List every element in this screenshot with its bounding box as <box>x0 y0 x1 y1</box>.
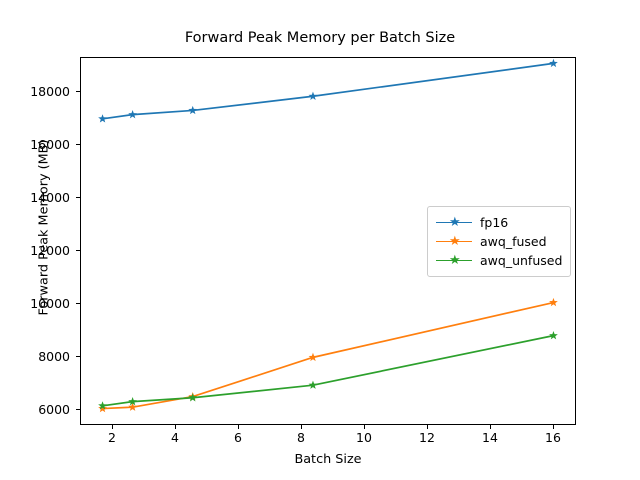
data-point-marker <box>308 352 318 362</box>
x-tick-label: 4 <box>171 430 179 445</box>
x-tick-label: 10 <box>356 430 372 445</box>
data-point-marker <box>549 58 558 68</box>
series-line <box>102 62 554 120</box>
data-point-marker <box>98 114 107 123</box>
x-tick-label: 12 <box>419 430 435 445</box>
legend-swatch-icon: ★ <box>436 252 472 268</box>
page-title: Forward Peak Memory per Batch Size <box>184 30 456 46</box>
x-tick-mark <box>427 425 429 429</box>
y-tick-mark <box>76 250 80 252</box>
y-tick-mark <box>76 303 80 305</box>
data-point-marker <box>188 105 198 115</box>
x-axis-label: Batch Size <box>294 452 362 467</box>
legend-label: fp16 <box>480 215 509 230</box>
data-point-marker <box>128 402 137 411</box>
x-tick-mark <box>175 425 177 429</box>
data-point-marker <box>308 91 318 100</box>
x-tick-label: 8 <box>297 430 305 445</box>
x-tick-mark <box>490 425 492 429</box>
x-tick-label: 14 <box>482 430 498 445</box>
legend-item-awq-unfused[interactable]: ★ awq_unfused <box>436 251 562 270</box>
x-tick-label: 16 <box>545 430 561 445</box>
data-point-marker <box>188 393 198 402</box>
y-tick-label: 10000 <box>30 296 70 311</box>
series-awq_fused <box>98 297 558 413</box>
y-tick-mark <box>76 409 80 411</box>
series-line <box>102 334 554 407</box>
y-tick-mark <box>76 356 80 358</box>
data-point-marker <box>549 331 558 340</box>
legend-item-fp16[interactable]: ★ fp16 <box>436 213 562 232</box>
legend-label: awq_unfused <box>480 253 563 268</box>
data-point-marker <box>308 380 318 389</box>
series-line <box>102 301 554 410</box>
legend-label: awq_fused <box>480 234 547 249</box>
data-point-marker <box>98 401 107 410</box>
x-tick-mark <box>364 425 366 429</box>
data-point-marker <box>549 297 558 307</box>
series-fp16 <box>98 58 558 123</box>
x-tick-label: 2 <box>108 430 116 445</box>
legend: ★ fp16 ★ awq_fused ★ awq_unfused <box>427 206 571 277</box>
y-tick-label: 16000 <box>30 137 70 152</box>
legend-item-awq-fused[interactable]: ★ awq_fused <box>436 232 562 251</box>
star-marker-icon: ★ <box>449 214 461 230</box>
plot-area <box>80 57 576 425</box>
data-point-marker <box>128 397 137 406</box>
data-point-marker <box>98 403 107 413</box>
y-tick-mark <box>76 91 80 93</box>
y-tick-mark <box>76 197 80 199</box>
legend-swatch-icon: ★ <box>436 233 472 249</box>
x-tick-label: 6 <box>234 430 242 445</box>
y-tick-label: 12000 <box>30 243 70 258</box>
y-tick-label: 8000 <box>38 349 70 364</box>
series-awq_unfused <box>98 331 558 410</box>
y-tick-label: 6000 <box>38 402 70 417</box>
x-tick-mark <box>301 425 303 429</box>
star-marker-icon: ★ <box>449 252 461 268</box>
x-tick-mark <box>112 425 114 429</box>
data-point-marker <box>128 110 137 119</box>
y-tick-label: 18000 <box>30 84 70 99</box>
x-tick-mark <box>238 425 240 429</box>
legend-swatch-icon: ★ <box>436 214 472 230</box>
y-tick-label: 14000 <box>30 190 70 205</box>
y-tick-mark <box>76 144 80 146</box>
star-marker-icon: ★ <box>449 233 461 249</box>
x-tick-mark <box>553 425 555 429</box>
